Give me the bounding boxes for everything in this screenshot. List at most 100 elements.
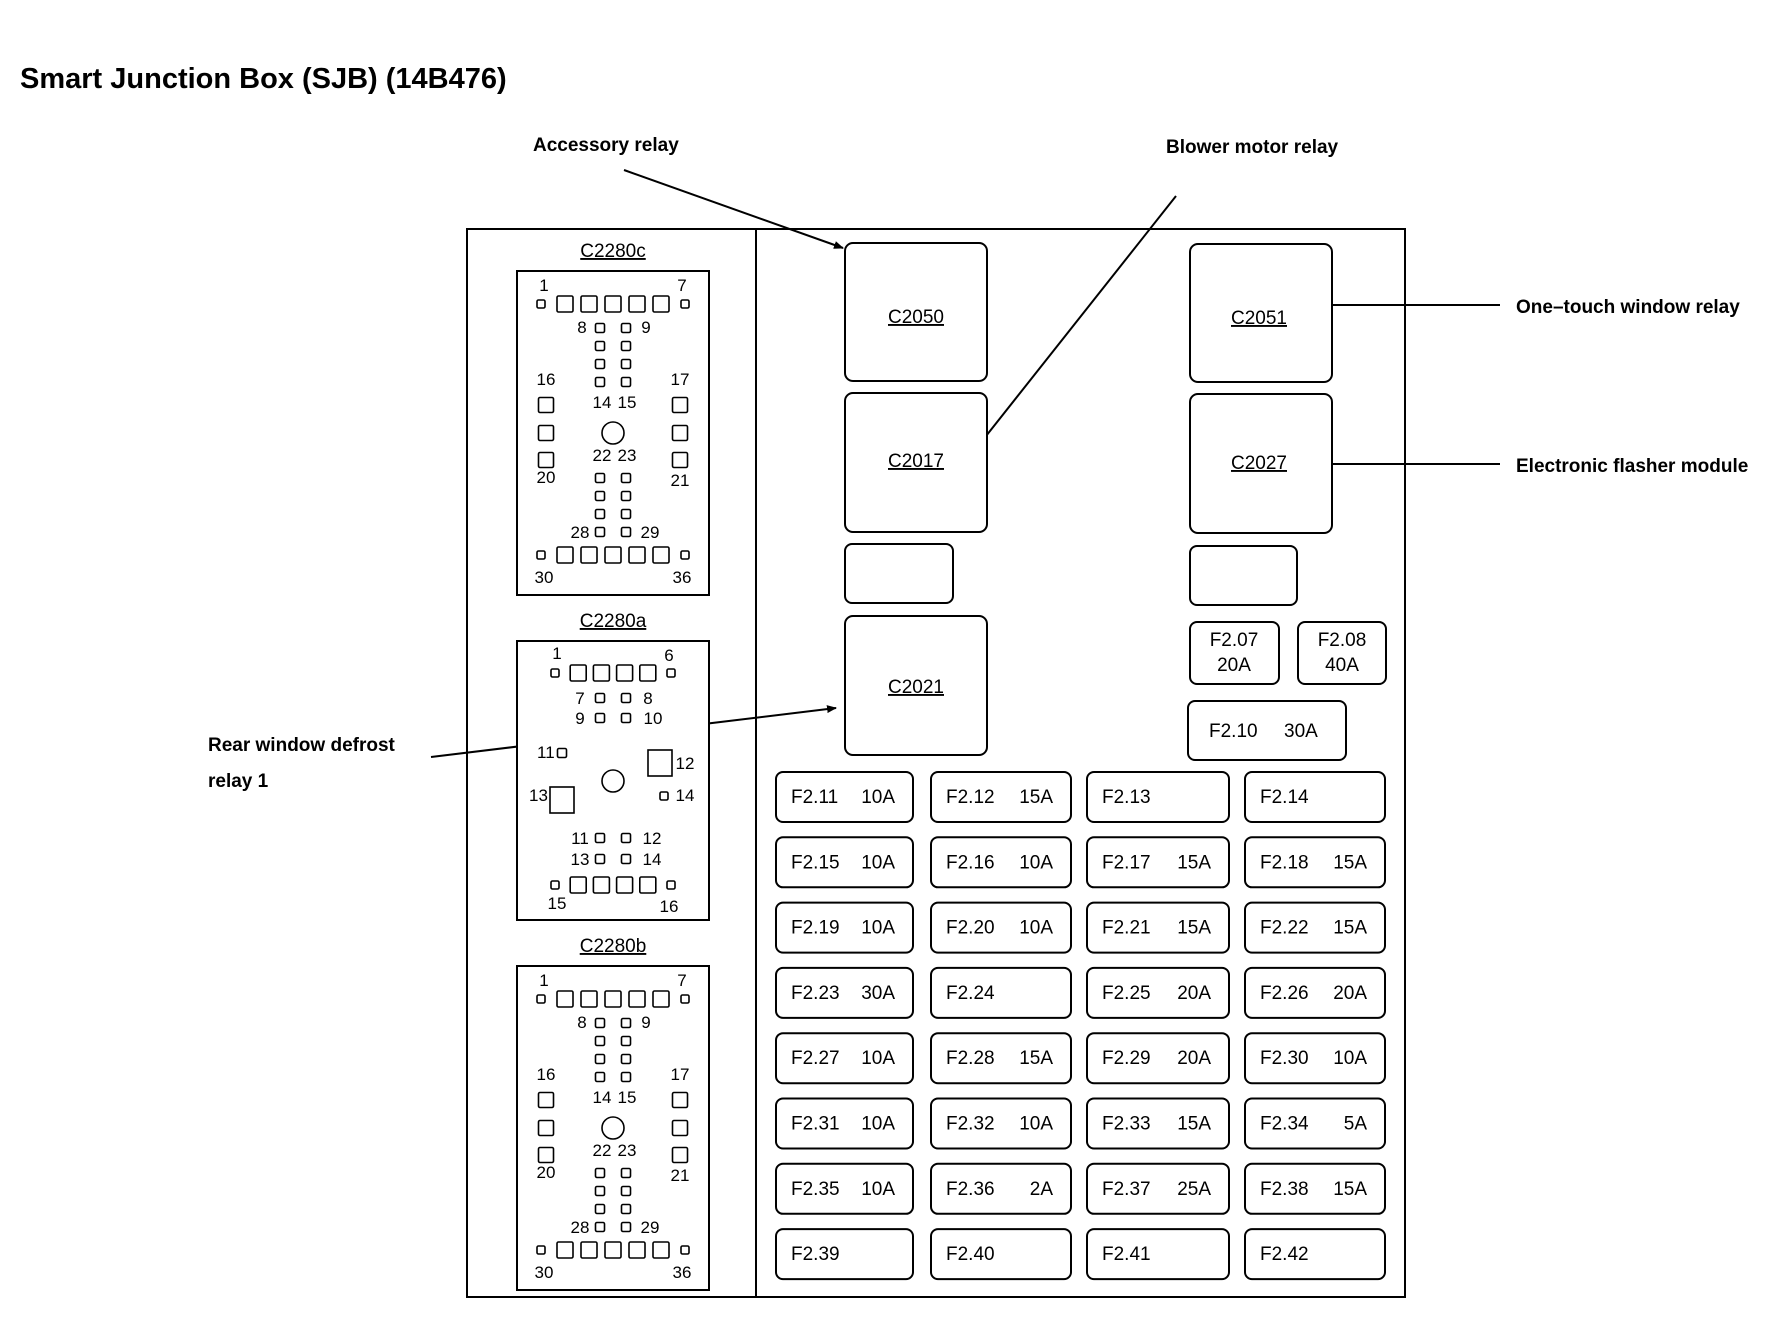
- pin-number: 17: [671, 370, 690, 389]
- pin-cavity: [615, 664, 634, 682]
- pin-number: 16: [537, 370, 556, 389]
- pin-cavity: [620, 853, 632, 865]
- pin-cavity: [628, 990, 646, 1008]
- pin-cavity: [680, 299, 690, 309]
- pin-number: 21: [671, 471, 690, 490]
- pin-cavity: [556, 1241, 574, 1259]
- pin-number: 13: [571, 850, 590, 869]
- relay-c2017[interactable]: C2017: [844, 392, 988, 533]
- fuse-outline: [930, 836, 1072, 889]
- pin-cavity: [680, 550, 690, 560]
- fuse-id: F2.34: [1260, 1114, 1309, 1135]
- pin-number: 10: [644, 709, 663, 728]
- pin-number: 14: [593, 393, 612, 412]
- fuse-rating: 30A: [861, 983, 895, 1004]
- pin-cavity: [556, 747, 568, 759]
- pin-cavity: [537, 451, 555, 469]
- fuse-f2-08[interactable]: F2.08 40A: [1297, 621, 1387, 685]
- fuse-f2-42[interactable]: F2.42: [1244, 1228, 1386, 1281]
- relay-c2021[interactable]: C2021: [844, 615, 988, 756]
- relay-c2050-label: C2050: [888, 307, 944, 328]
- fuse-f2-40[interactable]: F2.40: [930, 1228, 1072, 1281]
- pin-cavity: [580, 990, 598, 1008]
- fuse-f2-07[interactable]: F2.07 20A: [1189, 621, 1280, 685]
- fuse-f2-14[interactable]: F2.14: [1244, 771, 1386, 823]
- fuse-outline: [930, 1228, 1072, 1281]
- fuse-rating: 10A: [861, 1048, 895, 1069]
- fuse-f2-24[interactable]: F2.24: [930, 966, 1072, 1019]
- fuse-outline: [775, 1228, 914, 1281]
- fuse-id: F2.07: [1210, 630, 1259, 651]
- pin-cavity: [537, 396, 555, 414]
- pin-number: 6: [664, 646, 673, 665]
- pin-number: 9: [641, 1013, 650, 1032]
- fuse-rating: 15A: [1019, 1048, 1053, 1069]
- pin-number: 7: [677, 276, 686, 295]
- pin-cavity: [659, 791, 669, 801]
- pin-cavity: [537, 1091, 555, 1109]
- pin-number: 15: [618, 1088, 637, 1107]
- blower-motor-relay-label: Blower motor relay: [1166, 137, 1339, 158]
- pin-cavity: [550, 668, 560, 678]
- pin-number: 29: [641, 523, 660, 542]
- fuse-f2-41[interactable]: F2.41: [1086, 1228, 1230, 1281]
- pin-number: 30: [535, 1263, 554, 1282]
- fuse-id: F2.12: [946, 787, 995, 808]
- relay-c2050[interactable]: C2050: [844, 242, 988, 382]
- pin-number: 14: [676, 786, 695, 805]
- fuse-f2-13[interactable]: F2.13: [1086, 771, 1230, 823]
- pin-cavity: [620, 692, 632, 704]
- fuse-outline: [775, 1162, 914, 1215]
- pin-number: 14: [593, 1088, 612, 1107]
- relay-c2027[interactable]: C2027: [1189, 393, 1333, 534]
- pin-number: 9: [575, 709, 584, 728]
- polarizing-hole: [601, 1116, 625, 1140]
- fuse-rating: 15A: [1333, 852, 1367, 873]
- fuse-f2-10[interactable]: F2.10 30A: [1187, 700, 1347, 761]
- pin-cavity: [594, 490, 606, 502]
- fuse-rating: 10A: [1019, 1114, 1053, 1135]
- pin-cavity: [594, 1221, 606, 1233]
- pin-cavity: [620, 472, 632, 484]
- relay-c2051[interactable]: C2051: [1189, 243, 1333, 383]
- pin-cavity: [652, 1241, 670, 1259]
- fuse-f2-39[interactable]: F2.39: [775, 1228, 914, 1281]
- pin-cavity: [620, 508, 632, 520]
- relay-slot-empty-right: [1189, 545, 1298, 606]
- accessory-relay-label: Accessory relay: [533, 135, 679, 156]
- fuse-outline: [775, 1032, 914, 1085]
- pin-cavity: [536, 994, 546, 1004]
- fuse-id: F2.38: [1260, 1179, 1309, 1200]
- fuse-id: F2.15: [791, 852, 840, 873]
- pin-cavity: [620, 1185, 632, 1197]
